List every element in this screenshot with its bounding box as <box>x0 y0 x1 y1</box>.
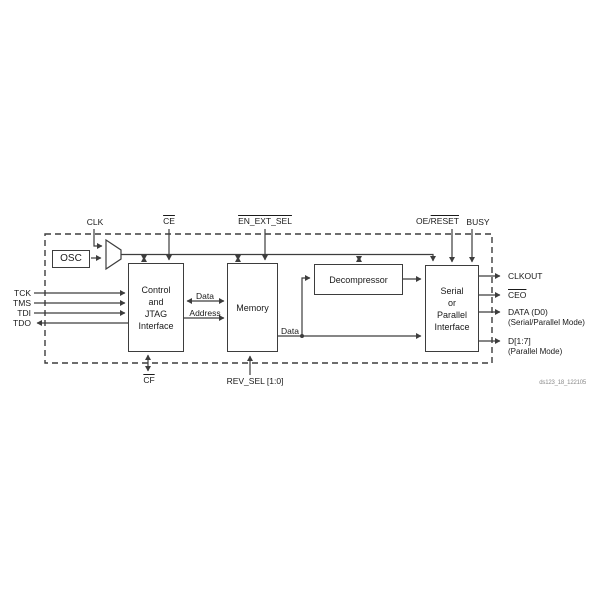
control-line: and <box>148 296 164 307</box>
label-oe-part: OE/ <box>416 216 431 226</box>
serial-line: or <box>447 297 456 308</box>
label-d17: D[1:7] <box>508 336 531 346</box>
label-rev-sel: REV_SEL [1:0] <box>226 376 284 386</box>
label-data-d0: DATA (D0) <box>508 307 548 317</box>
junction-dot <box>300 334 304 338</box>
serial-line: Serial <box>440 285 464 296</box>
chip-boundary <box>44 233 493 364</box>
label-tms: TMS <box>13 298 31 308</box>
memory-block: Memory <box>227 263 278 352</box>
label-clkout: CLKOUT <box>508 271 543 281</box>
label-busy: BUSY <box>466 217 490 227</box>
label-data-out: Data <box>281 326 299 336</box>
label-data-d0-mode: (Serial/Parallel Mode) <box>508 318 585 327</box>
clock-mux <box>105 238 122 271</box>
label-tdi: TDI <box>17 308 31 318</box>
serial-parallel-block: Serial or Parallel Interface <box>425 265 479 352</box>
label-d17-mode: (Parallel Mode) <box>508 347 563 356</box>
control-line: JTAG <box>144 308 168 319</box>
label-tdo: TDO <box>13 318 31 328</box>
label-ce: CE <box>163 216 175 226</box>
label-cf: CF <box>143 375 155 385</box>
label-clk: CLK <box>86 217 104 227</box>
label-reset-part: RESET <box>430 216 459 226</box>
control-line: Interface <box>138 320 174 331</box>
label-address-bus: Address <box>189 308 221 318</box>
control-jtag-block: Control and JTAG Interface <box>128 263 184 352</box>
label-en-ext-sel: EN_EXT_SEL <box>238 216 292 226</box>
data-branch-decompressor <box>301 275 311 336</box>
decompressor-block: Decompressor <box>314 264 403 295</box>
figure-id: ds123_18_122105 <box>539 380 586 386</box>
control-line: Control <box>141 284 171 295</box>
osc-block: OSC <box>52 250 90 268</box>
label-tck: TCK <box>14 288 31 298</box>
clk-wire <box>93 229 103 249</box>
serial-line: Interface <box>434 321 470 332</box>
decompressor-label: Decompressor <box>329 274 388 285</box>
label-oe-reset: OE/RESET <box>416 216 459 226</box>
clock-rail <box>121 253 436 262</box>
label-ceo: CEO <box>508 290 527 300</box>
osc-label: OSC <box>60 253 82 264</box>
memory-label: Memory <box>236 302 269 313</box>
serial-line: Parallel <box>436 309 467 320</box>
label-data-bus: Data <box>196 291 214 301</box>
